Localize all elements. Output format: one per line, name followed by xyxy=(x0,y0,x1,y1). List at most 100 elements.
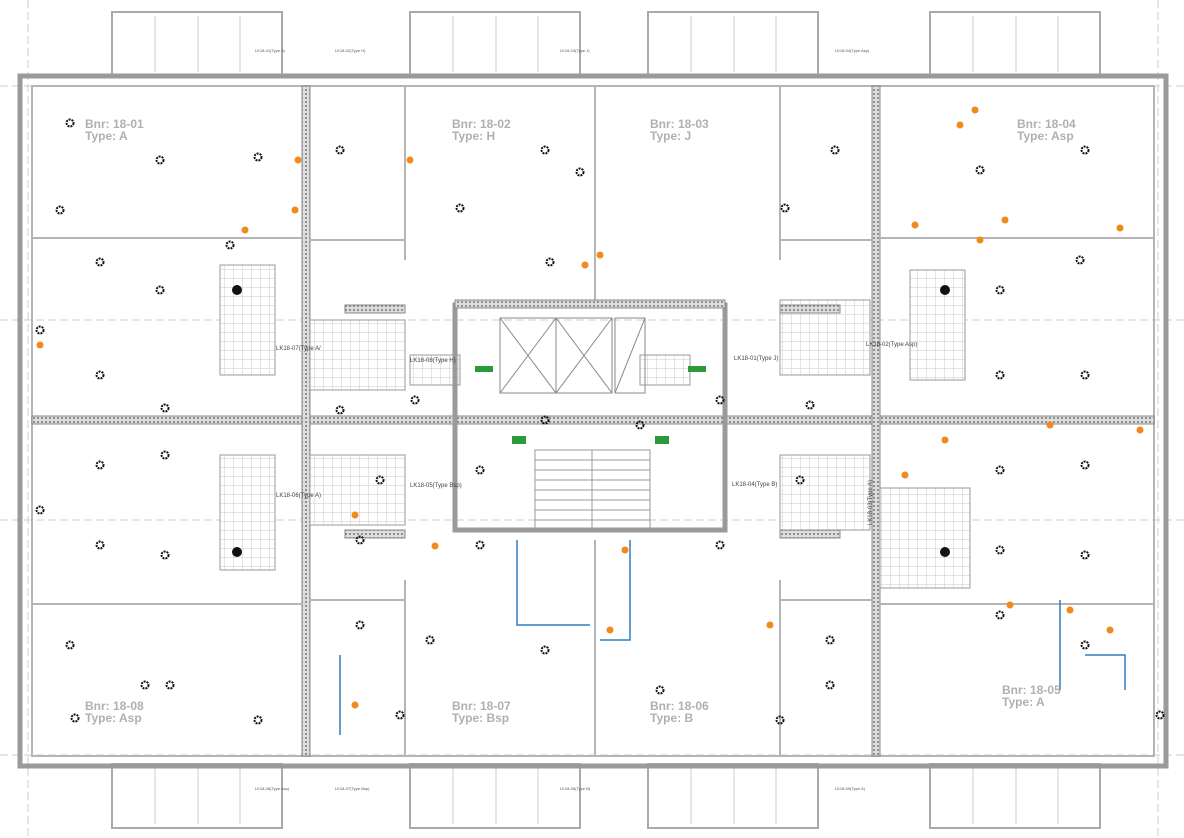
elevators xyxy=(499,317,646,394)
balcony-label: LK18-01(Type A) xyxy=(255,48,286,53)
unit-labels: Bnr: 18-01 Type: A Bnr: 18-02 Type: H Bn… xyxy=(85,117,1076,725)
sprinkler-icon xyxy=(901,471,909,479)
ceiling-fixture-icon xyxy=(253,715,263,725)
ceiling-fixture-icon xyxy=(475,540,485,550)
ceiling-fixture-icon xyxy=(995,465,1005,475)
sprinkler-icon xyxy=(596,251,604,259)
storage-label: LK18-07(Type A/ xyxy=(276,346,321,352)
unit-number: Bnr: 18-03 xyxy=(650,117,709,131)
ceiling-fixture-icon xyxy=(225,240,235,250)
storage-label: LK18-06(Type A) xyxy=(276,493,321,499)
ceiling-fixture-icon xyxy=(160,403,170,413)
sprinkler-icon xyxy=(241,226,249,234)
ceiling-fixture-icon xyxy=(540,145,550,155)
ceiling-fixture-icon xyxy=(355,535,365,545)
unit-number: Bnr: 18-01 xyxy=(85,117,144,131)
ceiling-fixture-icon xyxy=(540,415,550,425)
sprinkler-icon xyxy=(606,626,614,634)
sprinkler-icon xyxy=(581,261,589,269)
ceiling-fixture-icon xyxy=(335,145,345,155)
ceiling-fixture-icon xyxy=(545,257,555,267)
unit-number: Bnr: 18-04 xyxy=(1017,117,1076,131)
ceiling-fixture-icon xyxy=(95,460,105,470)
ceiling-fixture-icon xyxy=(455,203,465,213)
sprinkler-icon xyxy=(294,156,302,164)
sprinkler-icon xyxy=(766,621,774,629)
unit-type: Type: A xyxy=(1002,695,1045,709)
pipes xyxy=(339,540,1126,735)
unit-type: Type: Bsp xyxy=(452,711,509,725)
ceiling-fixture-icon xyxy=(140,680,150,690)
ceiling-fixture-icon xyxy=(253,152,263,162)
sprinkler-icon xyxy=(941,436,949,444)
sprinkler-icon xyxy=(351,511,359,519)
sprinkler-icon xyxy=(911,221,919,229)
unit-type: Type: H xyxy=(452,129,495,143)
ceiling-fixture-icon xyxy=(995,610,1005,620)
balcony-label: LK18-02(Type H) xyxy=(335,48,366,53)
unit-type: Type: Asp xyxy=(85,711,142,725)
ceiling-fixture-icon xyxy=(715,395,725,405)
balcony-label: LK18-06(Type B) xyxy=(560,786,591,791)
ceiling-fixture-icon xyxy=(1155,710,1165,720)
sprinkler-icon xyxy=(1006,601,1014,609)
ceiling-fixture-icon xyxy=(825,635,835,645)
unit-number: Bnr: 18-07 xyxy=(452,699,511,713)
ceiling-fixture-icon xyxy=(830,145,840,155)
sprinkler-icon xyxy=(971,106,979,114)
unit-number: Bnr: 18-08 xyxy=(85,699,144,713)
ceiling-fixture-icon xyxy=(160,550,170,560)
sprinkler-icon xyxy=(36,341,44,349)
sprinkler-icon xyxy=(1046,421,1054,429)
ceiling-fixture-icon xyxy=(795,475,805,485)
unit-number: Bnr: 18-06 xyxy=(650,699,709,713)
ceiling-fixture-icon xyxy=(55,205,65,215)
unit-type: Type: B xyxy=(650,711,693,725)
ceiling-fixture-icon xyxy=(35,325,45,335)
unit-type: Type: Asp xyxy=(1017,129,1074,143)
storage-label: LK18-03(Type A) xyxy=(868,480,874,525)
ceiling-fixture-icon xyxy=(155,155,165,165)
ceiling-fixture-icon xyxy=(355,620,365,630)
ceiling-fixture-icon xyxy=(575,167,585,177)
ceiling-fixture-icon xyxy=(95,370,105,380)
ceiling-fixture-icon xyxy=(1080,370,1090,380)
stairs xyxy=(534,449,651,531)
drain-icon xyxy=(940,547,950,557)
sprinkler-icon xyxy=(621,546,629,554)
ceiling-fixture-icon xyxy=(655,685,665,695)
storage-label: LK18-08(Type H) xyxy=(410,358,456,364)
ceiling-fixture-icon xyxy=(70,713,80,723)
ceiling-fixture-icon xyxy=(65,640,75,650)
sprinkler-icon xyxy=(431,542,439,550)
ceiling-fixture-icon xyxy=(995,285,1005,295)
sprinkler-icon xyxy=(291,206,299,214)
ceiling-fixture-icon xyxy=(395,710,405,720)
sprinkler-icon xyxy=(351,701,359,709)
ceiling-fixture-icon xyxy=(995,370,1005,380)
ceiling-fixture-icon xyxy=(805,400,815,410)
unit-number: Bnr: 18-02 xyxy=(452,117,511,131)
ceiling-fixture-icon xyxy=(1080,550,1090,560)
ceiling-fixture-icon xyxy=(155,285,165,295)
ceiling-fixture-icon xyxy=(160,450,170,460)
walls xyxy=(17,73,1169,769)
ceiling-fixture-icon xyxy=(335,405,345,415)
sprinkler-icon xyxy=(976,236,984,244)
ceiling-fixture-icon xyxy=(1080,145,1090,155)
balcony-label: LK18-04(Type Asp) xyxy=(835,48,870,53)
exit-signs xyxy=(475,366,706,444)
ceiling-fixture-icon xyxy=(975,165,985,175)
sprinkler-icon xyxy=(406,156,414,164)
unit-number: Bnr: 18-05 xyxy=(1002,683,1061,697)
balconies: LK18-01(Type A) LK18-02(Type H) LK18-03(… xyxy=(111,11,1101,829)
ceiling-fixture-icon xyxy=(780,203,790,213)
ceiling-fixture-icon xyxy=(425,635,435,645)
drain-icon xyxy=(940,285,950,295)
balcony-label: LK18-03(Type J) xyxy=(560,48,590,53)
unit-type: Type: J xyxy=(650,129,691,143)
storage-label: LK18-02(Type Asp) xyxy=(866,342,917,348)
ceiling-fixture-icon xyxy=(165,680,175,690)
ceiling-fixture-icon xyxy=(1080,460,1090,470)
storage-label: LK18-01(Type J) xyxy=(734,356,778,362)
